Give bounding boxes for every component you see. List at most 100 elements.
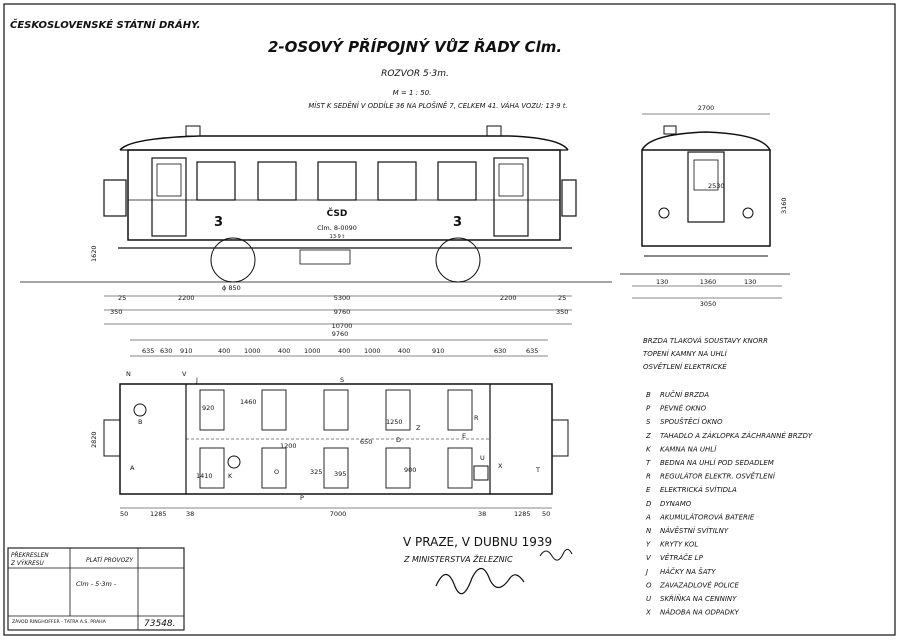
operator-label: ČSD [327,207,348,219]
legend-text: DYNAMO [660,500,692,508]
seat [199,389,225,431]
legend-text: ELEKTRICKÁ SVÍTIDLA [660,485,737,494]
seat [447,447,473,489]
plan-dim-0: 635 [142,347,154,355]
legend-key: Y [646,541,651,549]
seat-dim-7: 1200 [280,442,297,450]
legend-key: P [646,405,651,413]
legend-key: Z [645,432,651,440]
legend-key: X [645,609,651,617]
plan-letter-s: S [340,376,344,384]
car-body [127,149,561,241]
legend-text: KAMNA NA UHLÍ [660,444,717,453]
side-window [317,161,357,201]
wheelbase-label: ROZVOR 5·3m. [381,69,449,79]
end-dim-a: 130 [656,278,668,286]
legend-text: NÁDOBA NA ODPADKY [660,608,740,617]
plan-bottom-2: 38 [186,510,194,518]
title-block: PŘEKRESLEN Z VÝKRESU PLATÍ PROVOZY Clm -… [7,547,185,631]
plan-dim-2: 910 [180,347,192,355]
legend-key: K [646,445,652,453]
seat [323,447,349,489]
signature-main [435,567,525,595]
place-date: V PRAZE, V DUBNU 1939 [403,535,552,549]
plan-width-dim: 2820 [90,431,98,448]
seat [323,389,349,431]
end-body [641,149,771,247]
legend-text: TAHADLO A ZÁKLOPKA ZÁCHRANNÉ BRZDY [660,431,813,440]
dim-row1-d: 2200 [500,294,517,302]
end-buffer-left [658,207,670,219]
wheel-right [435,237,481,283]
legend-key: B [646,391,651,399]
legend-text: SPOUŠTĚCÍ OKNO [660,417,723,426]
plan-dim-4: 1000 [244,347,261,355]
buffer-right [561,179,577,217]
redrawn-label: PŘEKRESLEN [11,551,49,559]
plan-letter-v: V [182,370,187,378]
end-view: 2700 2530 3160 130 1360 130 3050 [620,104,790,308]
door-left [151,157,187,237]
plan-dim-6: 1000 [304,347,321,355]
side-window [196,161,236,201]
legend-key: O [646,581,652,589]
legend-key: V [646,554,652,562]
legend-key: E [646,486,651,494]
battery-box [299,249,351,265]
seat-dim-3: 1410 [196,472,213,480]
buffer-left [103,179,127,217]
wheel-diameter: ϕ 850 [222,284,241,292]
plan-letter-r: R [474,414,479,422]
side-window [437,161,477,201]
plan-dim-10: 910 [432,347,444,355]
seat-dim-1: 1460 [240,398,257,406]
plan-letter-x: X [498,462,503,470]
plan-letter-d: D [396,436,401,444]
plan-dim-1: 630 [160,347,172,355]
plan-letter-t: T [535,466,540,474]
capacity-label: MÍST K SEDĚNÍ V ODDÍLE 36 NA PLOŠINĚ 7, … [308,101,567,110]
seat-dim-5: 325 [310,468,322,476]
legend-key: J [644,568,648,576]
dim-row1-c: 5300 [334,294,351,302]
cash-box-u [473,465,489,481]
legend-text: REGULÁTOR ELEKTR. OSVĚTLENÍ [660,472,776,481]
plan-letter-e: E [462,432,466,440]
door-right-window [498,163,524,197]
legend-key: N [646,527,652,535]
to-drawing-label: Z VÝKRESU [10,560,44,567]
sheet-border [3,3,896,636]
legend-text: NÁVĚSTNÍ SVÍTILNY [660,526,729,535]
plan-letter-j: J [195,376,198,384]
designation-label: Clm. 8-0090 [317,224,357,232]
legend-text: ZAVAZADLOVÉ POLICE [659,580,740,589]
height-dim: 1620 [90,245,98,262]
side-window [257,161,297,201]
plan-dim-8: 1000 [364,347,381,355]
door-right [493,157,529,237]
roof-ventilator-right [486,125,502,137]
seat-dim-2: 1250 [386,418,403,426]
legend-key: R [646,473,651,481]
plan-bottom-6: 50 [542,510,550,518]
end-ventilator [663,125,677,135]
side-view: 3 3 ČSD Clm. 8-0090 13·9 t ϕ 850 1620 25… [20,125,612,330]
end-door-window [693,159,719,191]
side-window [377,161,417,201]
plan-bottom-5: 1285 [514,510,531,518]
hand-brake-b [133,403,147,417]
plan-letter-u: U [480,454,485,462]
plan-letter-z: Z [416,424,421,432]
plan-bottom-3: 7000 [330,510,347,518]
plan-letter-o: O [274,468,279,476]
seat [261,389,287,431]
legend-key: A [645,513,651,521]
plan-dim-11: 630 [494,347,506,355]
dim-row1-e: 25 [558,294,566,302]
class-right: 3 [453,215,462,230]
end-buffer-right [742,207,754,219]
railway-name: ČESKOSLOVENSKÉ STÁTNÍ DRÁHY. [10,17,200,31]
plan-buffer-left [103,419,121,457]
